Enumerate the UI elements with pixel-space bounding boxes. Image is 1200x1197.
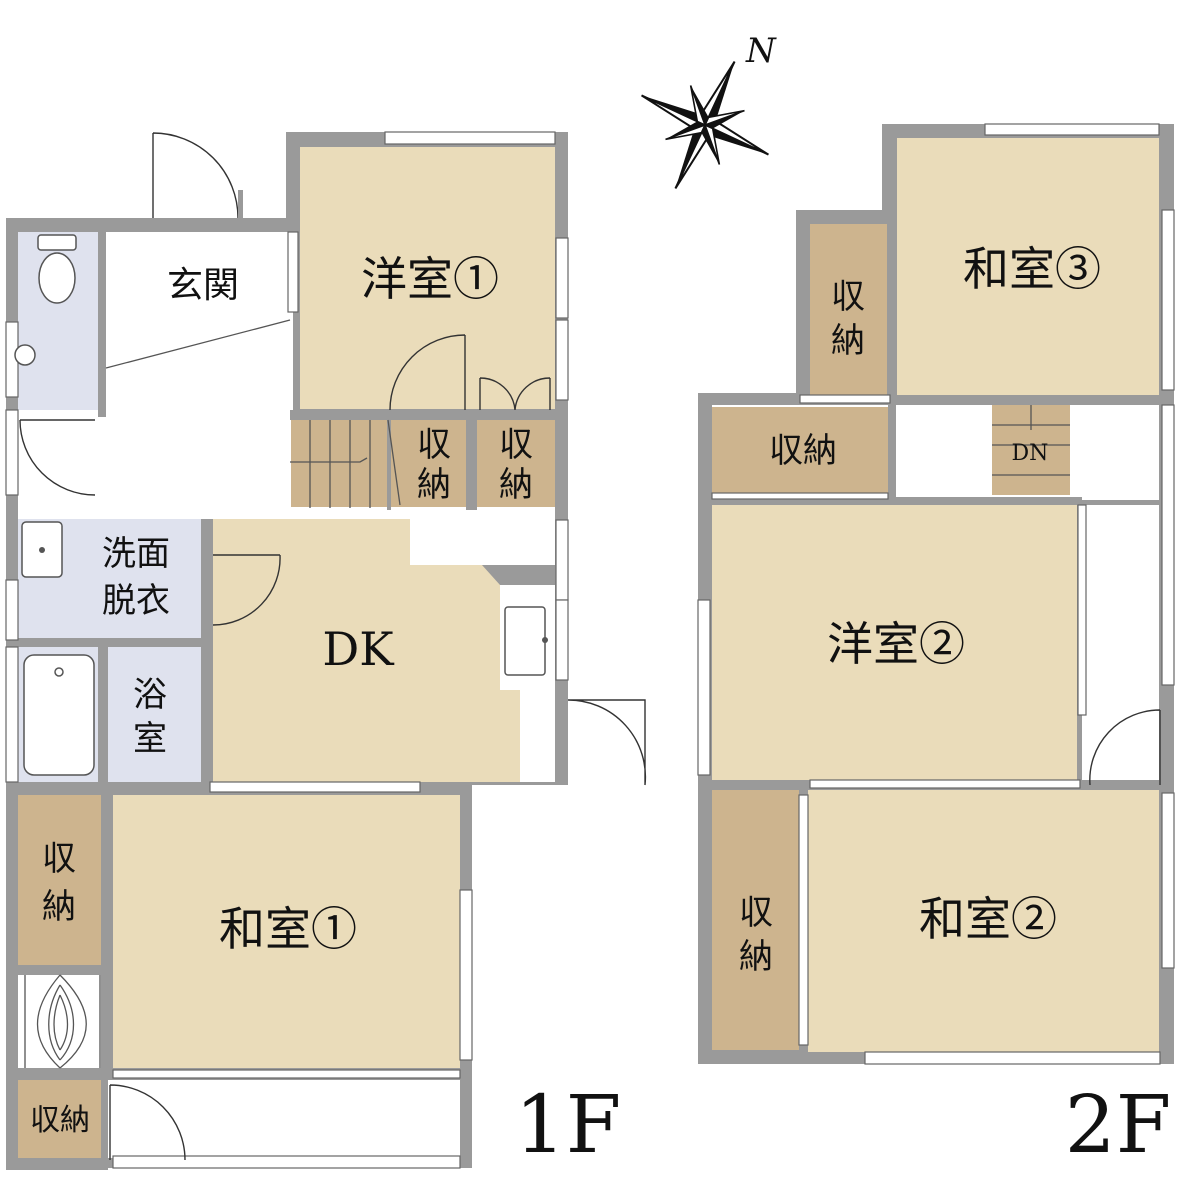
stairs-1f <box>290 420 371 508</box>
room-senmen-line2: 脱衣 <box>102 581 170 621</box>
storage-left2-line2: 納 <box>739 937 773 977</box>
storage-b-line2: 納 <box>499 465 533 505</box>
room-washitsu2: 和室② <box>919 892 1057 946</box>
hand-sink-icon <box>14 344 36 366</box>
room-yoshitsu2: 洋室② <box>827 617 965 671</box>
room-dk: DK <box>322 622 395 676</box>
storage-left-line1: 収 <box>42 839 76 879</box>
room-yokushitsu-line1: 浴 <box>133 675 167 715</box>
storage-bottom: 収納 <box>30 1103 90 1138</box>
floor2-plan: 和室③ 収 納 収納 DN 洋室② 収 納 和室② 2F <box>697 123 1175 1171</box>
kitchen-sink-icon <box>504 606 548 676</box>
room-yoshitsu1: 洋室① <box>361 252 499 306</box>
floor1-label: 1F <box>515 1078 621 1171</box>
room-senmen-line1: 洗面 <box>102 534 170 574</box>
room-yokushitsu-line2: 室 <box>133 719 167 759</box>
floor2-label: 2F <box>1065 1078 1171 1171</box>
washbasin-icon <box>21 521 63 578</box>
stairs-dn-label: DN <box>1012 441 1049 466</box>
storage-mid: 収納 <box>769 431 837 471</box>
compass-icon <box>641 61 769 189</box>
room-washitsu3: 和室③ <box>963 242 1101 296</box>
toilet-icon <box>37 234 77 304</box>
compass-north-label: N <box>745 31 777 71</box>
room-washitsu1: 和室① <box>219 902 357 956</box>
storage-top-line1: 収 <box>831 277 865 317</box>
storage-a-line2: 納 <box>417 465 451 505</box>
room-genkan: 玄関 <box>167 265 239 306</box>
storage-left2-line1: 収 <box>739 893 773 933</box>
storage-left-line2: 納 <box>42 887 76 927</box>
bathtub-icon <box>23 654 95 776</box>
storage-b-line1: 収 <box>499 425 533 465</box>
floor-grain-pattern <box>24 974 101 1069</box>
storage-top-line2: 納 <box>831 321 865 361</box>
storage-a-line1: 収 <box>417 425 451 465</box>
stairs-2f <box>992 405 1070 476</box>
floor1-plan: 洋室① 玄関 収 納 収 納 洗面 脱衣 DK 浴 室 収 納 和室① 収納 1… <box>5 131 647 1171</box>
